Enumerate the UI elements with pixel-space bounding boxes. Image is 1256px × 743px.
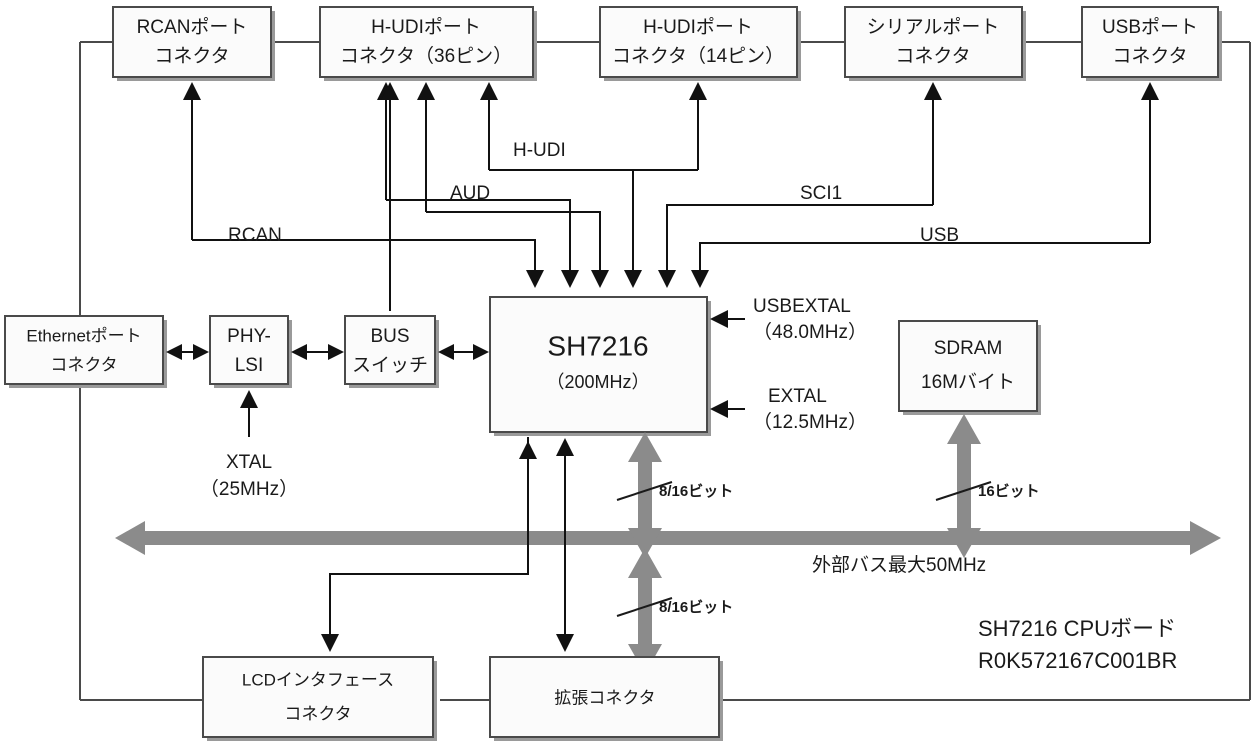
- signal-label-sci1: SCI1: [800, 183, 842, 204]
- box-rcan-port[interactable]: RCANポート コネクタ: [112, 6, 275, 81]
- signal-label-usb: USB: [920, 225, 959, 246]
- signal-path-sci1: [658, 82, 942, 288]
- box-rcan-port-line1: RCANポート: [137, 16, 248, 38]
- clock-input-xtal: XTAL （25MHz）: [200, 390, 298, 500]
- box-usb-port-line1: USBポート: [1102, 16, 1198, 38]
- clock-extal-name: EXTAL: [768, 386, 827, 407]
- board-name-line2: R0K572167C001BR: [978, 648, 1177, 673]
- box-ethernet-line2: コネクタ: [50, 355, 117, 374]
- signal-label-hudi: H-UDI: [513, 140, 566, 161]
- box-ethernet-port[interactable]: Ethernetポート コネクタ: [4, 315, 167, 388]
- clock-xtal-freq: （25MHz）: [200, 478, 298, 500]
- box-hudi-14pin-line2: コネクタ（14ピン）: [612, 45, 784, 67]
- box-serial-port[interactable]: シリアルポート コネクタ: [844, 6, 1026, 81]
- box-expansion-connector[interactable]: 拡張コネクタ: [489, 656, 723, 741]
- bit-width-sdram: 16ビット: [978, 483, 1040, 500]
- box-hudi-36pin[interactable]: H-UDIポート コネクタ（36ピン）: [319, 6, 537, 81]
- signal-path-hudi36-a: [377, 82, 579, 288]
- box-bus-switch[interactable]: BUS スイッチ: [344, 315, 439, 388]
- box-serial-port-line2: コネクタ: [895, 45, 970, 67]
- box-bus-switch-line1: BUS: [370, 326, 409, 347]
- box-serial-port-line1: シリアルポート: [867, 16, 1000, 38]
- box-expansion-line1: 拡張コネクタ: [554, 688, 655, 707]
- box-phy-lsi-line2: LSI: [235, 355, 264, 376]
- box-ethernet-line1: Ethernetポート: [26, 326, 141, 345]
- box-lcd-interface[interactable]: LCDインタフェース コネクタ: [202, 656, 437, 741]
- box-phy-lsi-line1: PHY-: [227, 326, 271, 347]
- bit-width-cpu-upper: 8/16ビット: [659, 483, 733, 500]
- clock-usbextal-name: USBEXTAL: [753, 296, 851, 317]
- signal-path-hudi: [480, 82, 707, 288]
- signal-path-cpu-lcd: [321, 437, 537, 652]
- box-phy-lsi[interactable]: PHY- LSI: [209, 315, 292, 388]
- box-rcan-port-line2: コネクタ: [154, 45, 229, 67]
- bus-arrow-cpu-lower: 8/16ビット: [616, 548, 733, 674]
- clock-extal-freq: （12.5MHz）: [753, 411, 867, 433]
- bus-arrow-sdram: 16ビット: [935, 414, 1040, 558]
- box-sdram-line1: SDRAM: [934, 338, 1003, 359]
- bit-width-cpu-lower: 8/16ビット: [659, 599, 733, 616]
- signal-path-aud: [417, 82, 609, 288]
- clock-usbextal-freq: （48.0MHz）: [753, 321, 867, 343]
- signal-label-aud: AUD: [450, 183, 490, 204]
- signal-path-rcan: [183, 82, 544, 288]
- box-sdram-line2: 16Mバイト: [921, 372, 1015, 393]
- box-hudi-14pin[interactable]: H-UDIポート コネクタ（14ピン）: [599, 6, 801, 81]
- signal-label-rcan: RCAN: [228, 225, 282, 246]
- box-sh7216-cpu[interactable]: SH7216 （200MHz）: [489, 296, 711, 436]
- cpu-speed: （200MHz）: [546, 372, 649, 392]
- box-usb-port-line2: コネクタ: [1112, 45, 1187, 67]
- board-name-line1: SH7216 CPUボード: [978, 616, 1176, 641]
- clock-input-extal: EXTAL （12.5MHz）: [710, 386, 867, 433]
- box-lcd-line1: LCDインタフェース: [242, 670, 394, 689]
- signal-path-usb: [691, 82, 1159, 288]
- box-hudi-36pin-line1: H-UDIポート: [371, 16, 481, 38]
- cpu-name: SH7216: [547, 330, 648, 361]
- external-bus-arrow: [115, 521, 1221, 555]
- bus-arrow-cpu-upper: 8/16ビット: [616, 432, 733, 558]
- box-hudi-14pin-line1: H-UDIポート: [643, 16, 753, 38]
- box-lcd-line2: コネクタ: [284, 704, 351, 723]
- external-bus-label: 外部バス最大50MHz: [812, 554, 986, 576]
- clock-xtal-name: XTAL: [226, 452, 272, 473]
- box-sdram[interactable]: SDRAM 16Mバイト: [898, 320, 1041, 415]
- box-hudi-36pin-line2: コネクタ（36ピン）: [340, 45, 512, 67]
- clock-input-usbextal: USBEXTAL （48.0MHz）: [710, 296, 867, 343]
- box-usb-port[interactable]: USBポート コネクタ: [1081, 6, 1222, 81]
- box-bus-switch-line2: スイッチ: [352, 355, 428, 376]
